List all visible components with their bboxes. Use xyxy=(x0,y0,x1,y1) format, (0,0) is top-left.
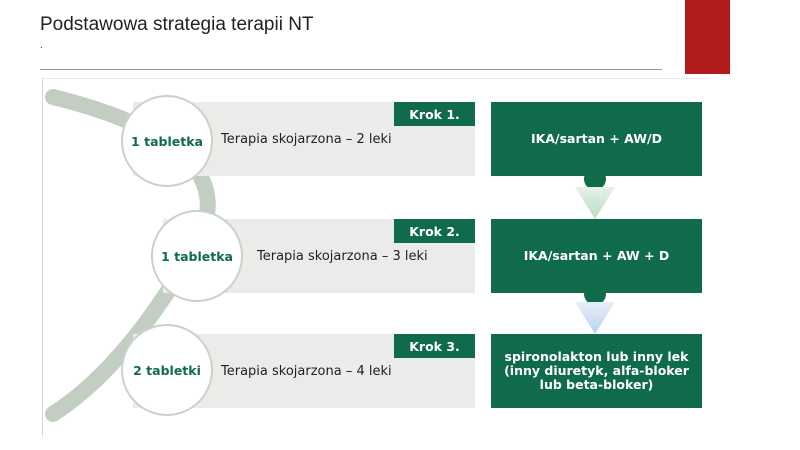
step-2-therapy: Terapia skojarzona – 3 leki xyxy=(257,248,428,264)
step-1-pill-circle: 1 tabletka xyxy=(121,95,213,187)
step-3-krok-label: Krok 3. xyxy=(394,334,475,358)
step-1-drugs-box: IKA/sartan + AW/D xyxy=(491,102,702,176)
step-2-krok-label: Krok 2. xyxy=(394,219,475,243)
step-3-drugs-line-2: (inny diuretyk, alfa-bloker xyxy=(504,363,689,378)
step-2-drugs-line-1: IKA/sartan + AW + D xyxy=(523,248,670,263)
title-divider xyxy=(40,69,662,70)
step-1-therapy: Terapia skojarzona – 2 leki xyxy=(221,131,392,147)
brand-red-block xyxy=(685,0,730,74)
therapy-strategy-diagram: Terapia skojarzona – 2 leki Krok 1. IKA/… xyxy=(42,78,709,437)
step-3-drugs-line-1: spironolakton lub inny lek xyxy=(504,349,689,364)
slide-title: Podstawowa strategia terapii NT xyxy=(40,14,314,35)
step-2-drugs-box: IKA/sartan + AW + D xyxy=(491,219,702,293)
subtitle-mark: . xyxy=(40,40,43,51)
step-3-pill-circle: 2 tabletki xyxy=(121,324,213,416)
step-3-drugs-box: spironolakton lub inny lek (inny diurety… xyxy=(491,334,702,408)
step-1-krok-label: Krok 1. xyxy=(394,102,475,126)
step-3-therapy: Terapia skojarzona – 4 leki xyxy=(221,363,392,379)
step-2-pill-circle: 1 tabletka xyxy=(151,210,243,302)
step-3-drugs-line-3: lub beta-bloker) xyxy=(539,377,654,392)
step-1-drugs-line-1: IKA/sartan + AW/D xyxy=(531,131,662,146)
